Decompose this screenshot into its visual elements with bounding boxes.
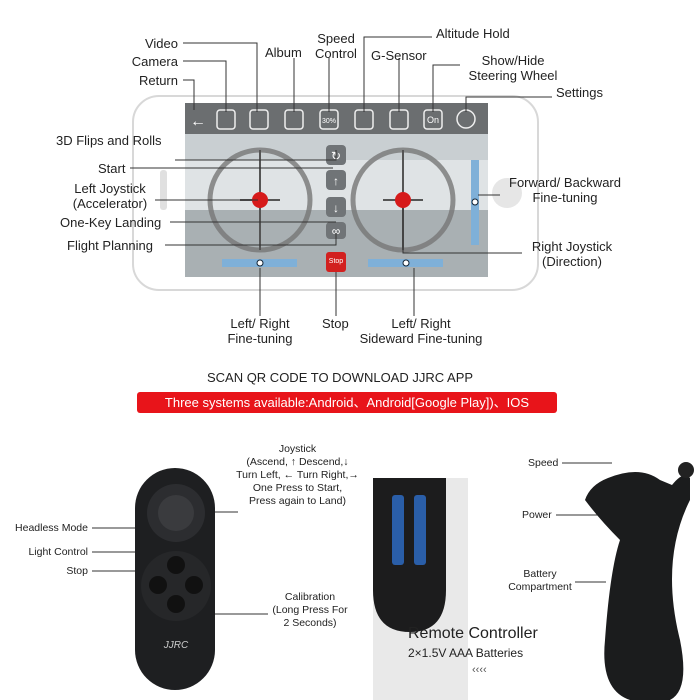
label-remote-stop: Stop — [66, 565, 88, 577]
label-speed: Speed — [528, 457, 559, 469]
battery-compartment-view — [373, 478, 446, 632]
label-camera: Camera — [131, 54, 178, 69]
label-stop: Stop — [322, 316, 349, 331]
flight-plan-button — [326, 222, 346, 239]
label-flight-planning: Flight Planning — [67, 238, 153, 253]
label-video: Video — [144, 36, 178, 51]
label-altitude-hold: Altitude Hold — [436, 26, 510, 41]
battery — [392, 495, 404, 565]
return-icon: ← — [190, 113, 206, 130]
svg-text:∞: ∞ — [332, 224, 341, 238]
landing-button — [326, 197, 346, 217]
label-g-sensor: G-Sensor — [371, 48, 427, 63]
label-headless: Headless Mode — [15, 522, 88, 534]
stop-button[interactable]: Stop — [326, 252, 346, 272]
scan-heading: SCAN QR CODE TO DOWNLOAD JJRC APP — [206, 370, 474, 385]
on-icon-text: On — [427, 115, 440, 125]
jjrc-logo: JJRC — [163, 640, 189, 651]
label-flips: 3D Flips and Rolls — [56, 133, 162, 148]
label-start: Start — [98, 161, 126, 176]
video-icon — [249, 109, 269, 130]
label-left-joystick: Left Joystick(Accelerator) — [72, 181, 148, 211]
systems-banner: Three systems available:Android、Android[… — [137, 392, 557, 413]
label-one-key-landing: One-Key Landing — [60, 215, 162, 230]
left-joystick-dot — [252, 192, 268, 208]
phone-home-button — [492, 178, 522, 208]
label-power: Power — [522, 509, 552, 521]
battery — [414, 495, 426, 565]
svg-text:↓: ↓ — [333, 201, 339, 215]
batteries-spec: 2×1.5V AAA Batteries — [408, 646, 524, 660]
label-joystick: Joystick(Ascend, ↑ Descend,↓Turn Left, ←… — [236, 443, 359, 507]
right-joystick-dot — [395, 192, 411, 208]
speed-icon-text: 30% — [322, 118, 337, 125]
label-album: Album — [265, 45, 302, 60]
start-button — [326, 170, 346, 190]
svg-text:↑: ↑ — [333, 174, 339, 188]
arrows-decoration: ‹‹‹‹ — [472, 664, 487, 676]
label-right-joystick: Right Joystick(Direction) — [531, 239, 613, 269]
remote-controller-title: Remote Controller — [408, 625, 538, 642]
label-settings: Settings — [556, 85, 603, 100]
label-light-control: Light Control — [28, 546, 88, 558]
remote-front: JJRC — [135, 468, 215, 690]
remote-side — [585, 471, 690, 700]
label-return: Return — [138, 73, 178, 88]
